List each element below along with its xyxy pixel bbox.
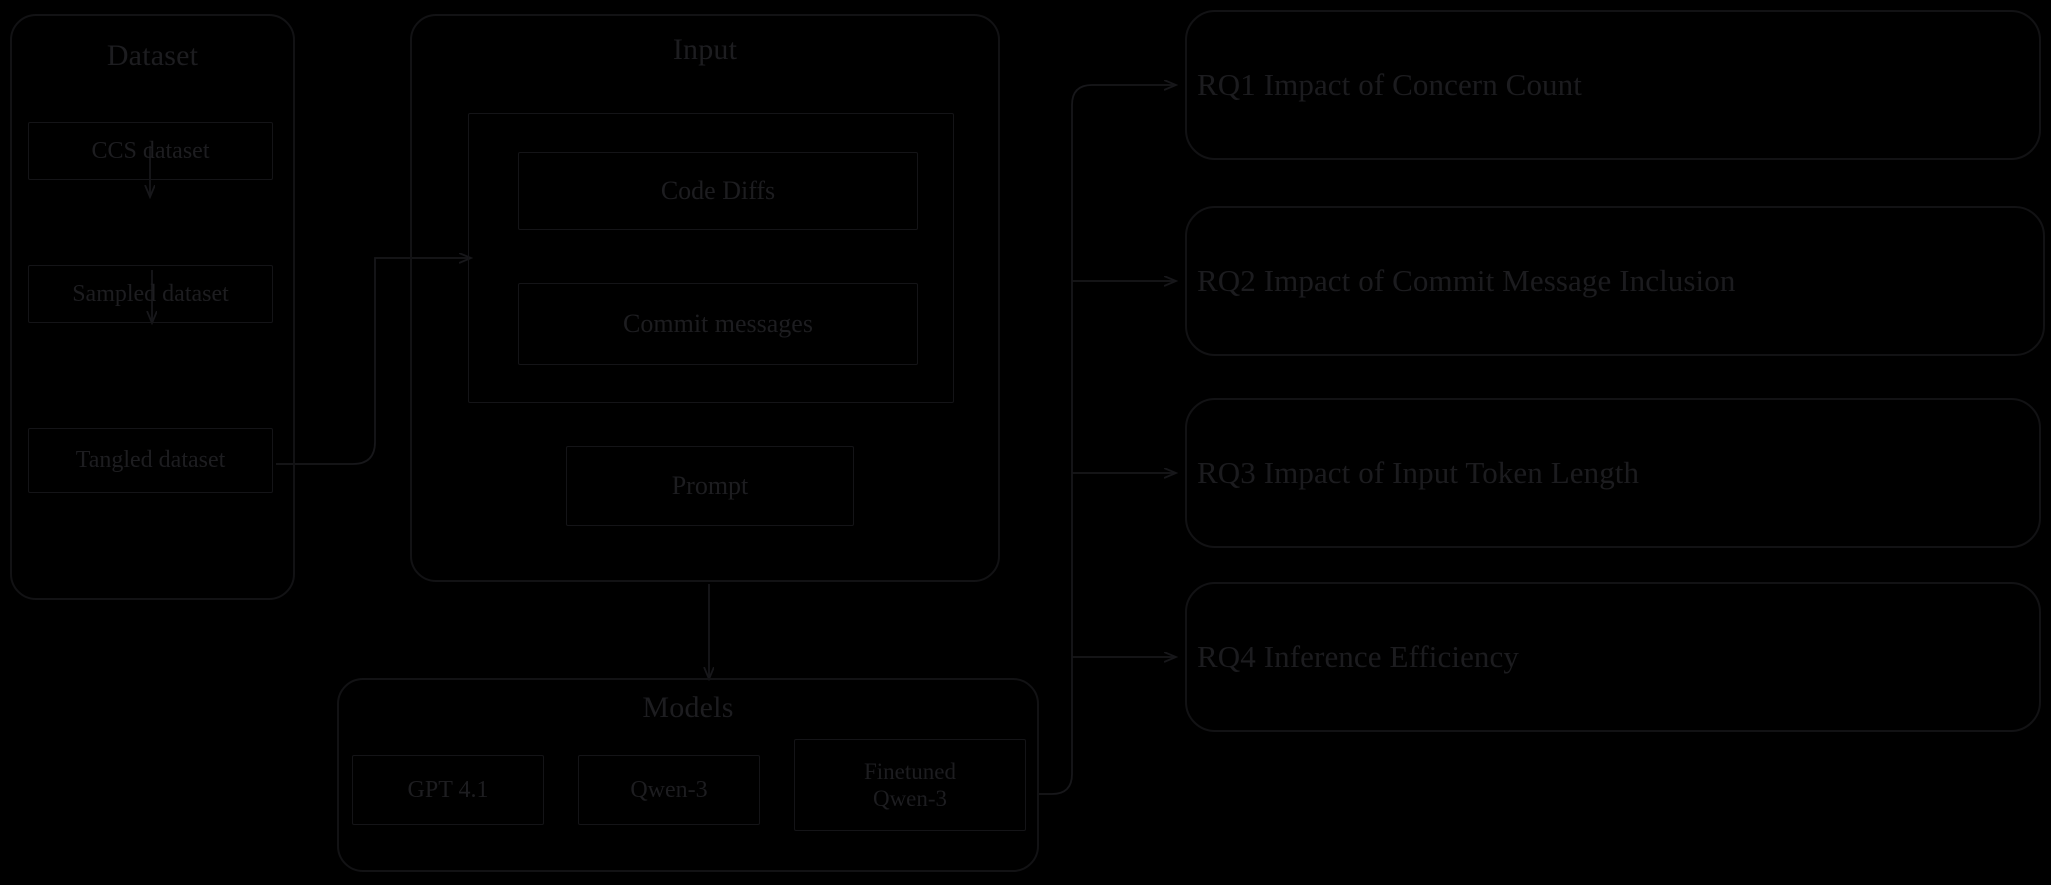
- input-item-code-diffs-label: Code Diffs: [660, 175, 776, 205]
- group-models: Models: [337, 678, 1039, 872]
- input-inner-container: [468, 113, 954, 403]
- rq-box-1[interactable]: RQ1 Impact of Concern Count: [1185, 10, 2041, 160]
- group-models-title: Models: [642, 691, 734, 724]
- rq-box-3-label: RQ3 Impact of Input Token Length: [1197, 454, 1640, 490]
- model-item-finetuned-qwen3-label: Finetuned Qwen-3: [864, 758, 956, 811]
- dataset-item-sampled[interactable]: Sampled dataset: [28, 265, 273, 323]
- dataset-item-ccs-label: CCS dataset: [91, 137, 210, 164]
- dataset-item-tangled[interactable]: Tangled dataset: [28, 428, 273, 493]
- edge-models-trunk: [1039, 85, 1175, 795]
- input-item-commit-messages-label: Commit messages: [623, 308, 813, 338]
- input-item-prompt-label: Prompt: [671, 470, 749, 500]
- group-input: Input: [410, 14, 1000, 582]
- model-item-qwen3[interactable]: Qwen-3: [578, 755, 760, 825]
- model-item-gpt41-label: GPT 4.1: [407, 776, 489, 803]
- group-dataset-title: Dataset: [106, 39, 199, 72]
- dataset-item-sampled-label: Sampled dataset: [72, 280, 229, 307]
- model-item-gpt41[interactable]: GPT 4.1: [352, 755, 544, 825]
- rq-box-2-label: RQ2 Impact of Commit Message Inclusion: [1197, 262, 1736, 298]
- rq-box-4[interactable]: RQ4 Inference Efficiency: [1185, 582, 2041, 732]
- rq-box-1-label: RQ1 Impact of Concern Count: [1197, 66, 1582, 102]
- dataset-item-tangled-label: Tangled dataset: [75, 447, 226, 474]
- model-item-qwen3-label: Qwen-3: [630, 776, 708, 803]
- input-item-prompt[interactable]: Prompt: [566, 446, 854, 526]
- rq-box-2[interactable]: RQ2 Impact of Commit Message Inclusion: [1185, 206, 2045, 356]
- rq-box-3[interactable]: RQ3 Impact of Input Token Length: [1185, 398, 2041, 548]
- rq-box-4-label: RQ4 Inference Efficiency: [1197, 638, 1519, 674]
- dataset-item-ccs[interactable]: CCS dataset: [28, 122, 273, 180]
- group-dataset: Dataset: [10, 14, 295, 600]
- group-input-title: Input: [672, 33, 738, 66]
- input-item-commit-messages[interactable]: Commit messages: [518, 283, 918, 365]
- input-item-code-diffs[interactable]: Code Diffs: [518, 152, 918, 230]
- model-item-finetuned-qwen3[interactable]: Finetuned Qwen-3: [794, 739, 1026, 831]
